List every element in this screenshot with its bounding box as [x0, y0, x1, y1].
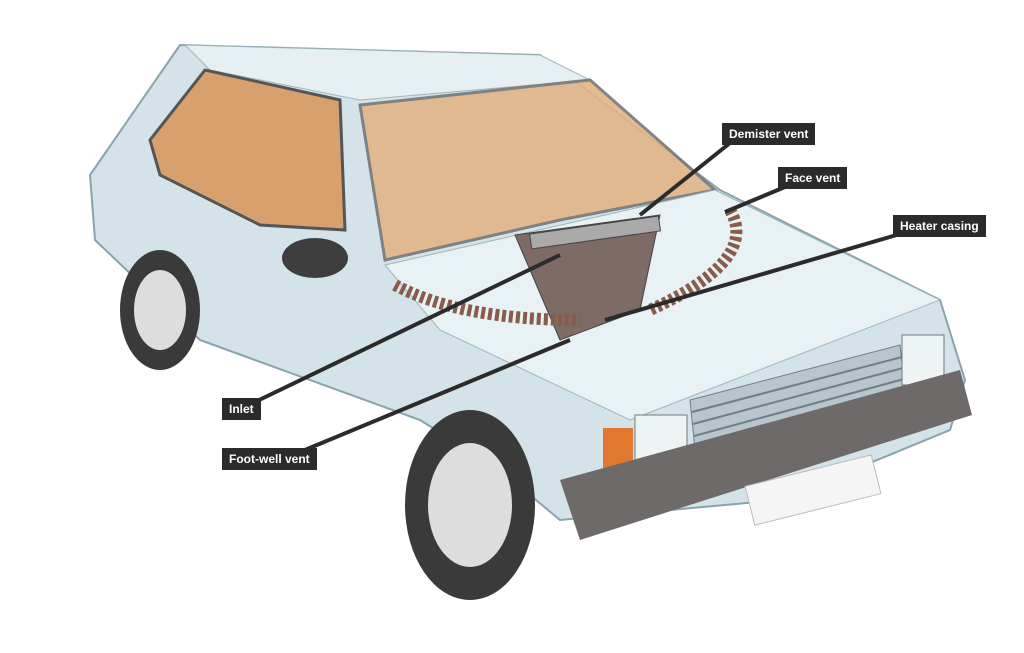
- side-mirror: [282, 238, 348, 278]
- duct-hose-left: [392, 279, 581, 326]
- inlet-leader: [254, 253, 561, 404]
- label-face-vent: Face vent: [778, 167, 848, 189]
- front-bumper: [560, 370, 972, 540]
- inlet-grille: [529, 215, 662, 250]
- label-foot-well-vent: Foot-well vent: [222, 448, 317, 470]
- number-plate: [744, 454, 882, 526]
- label-demister-vent: Demister vent: [722, 123, 816, 145]
- face-vent-leader: [724, 185, 786, 214]
- label-heater-casing: Heater casing: [893, 215, 986, 237]
- foot-well-vent-leader: [299, 338, 571, 454]
- demister-vent-leader: [638, 141, 732, 217]
- side-window: [148, 68, 347, 232]
- car-roof: [183, 44, 592, 101]
- label-inlet: Inlet: [222, 398, 261, 420]
- windshield: [358, 78, 719, 262]
- heater-casing-leader: [604, 232, 901, 322]
